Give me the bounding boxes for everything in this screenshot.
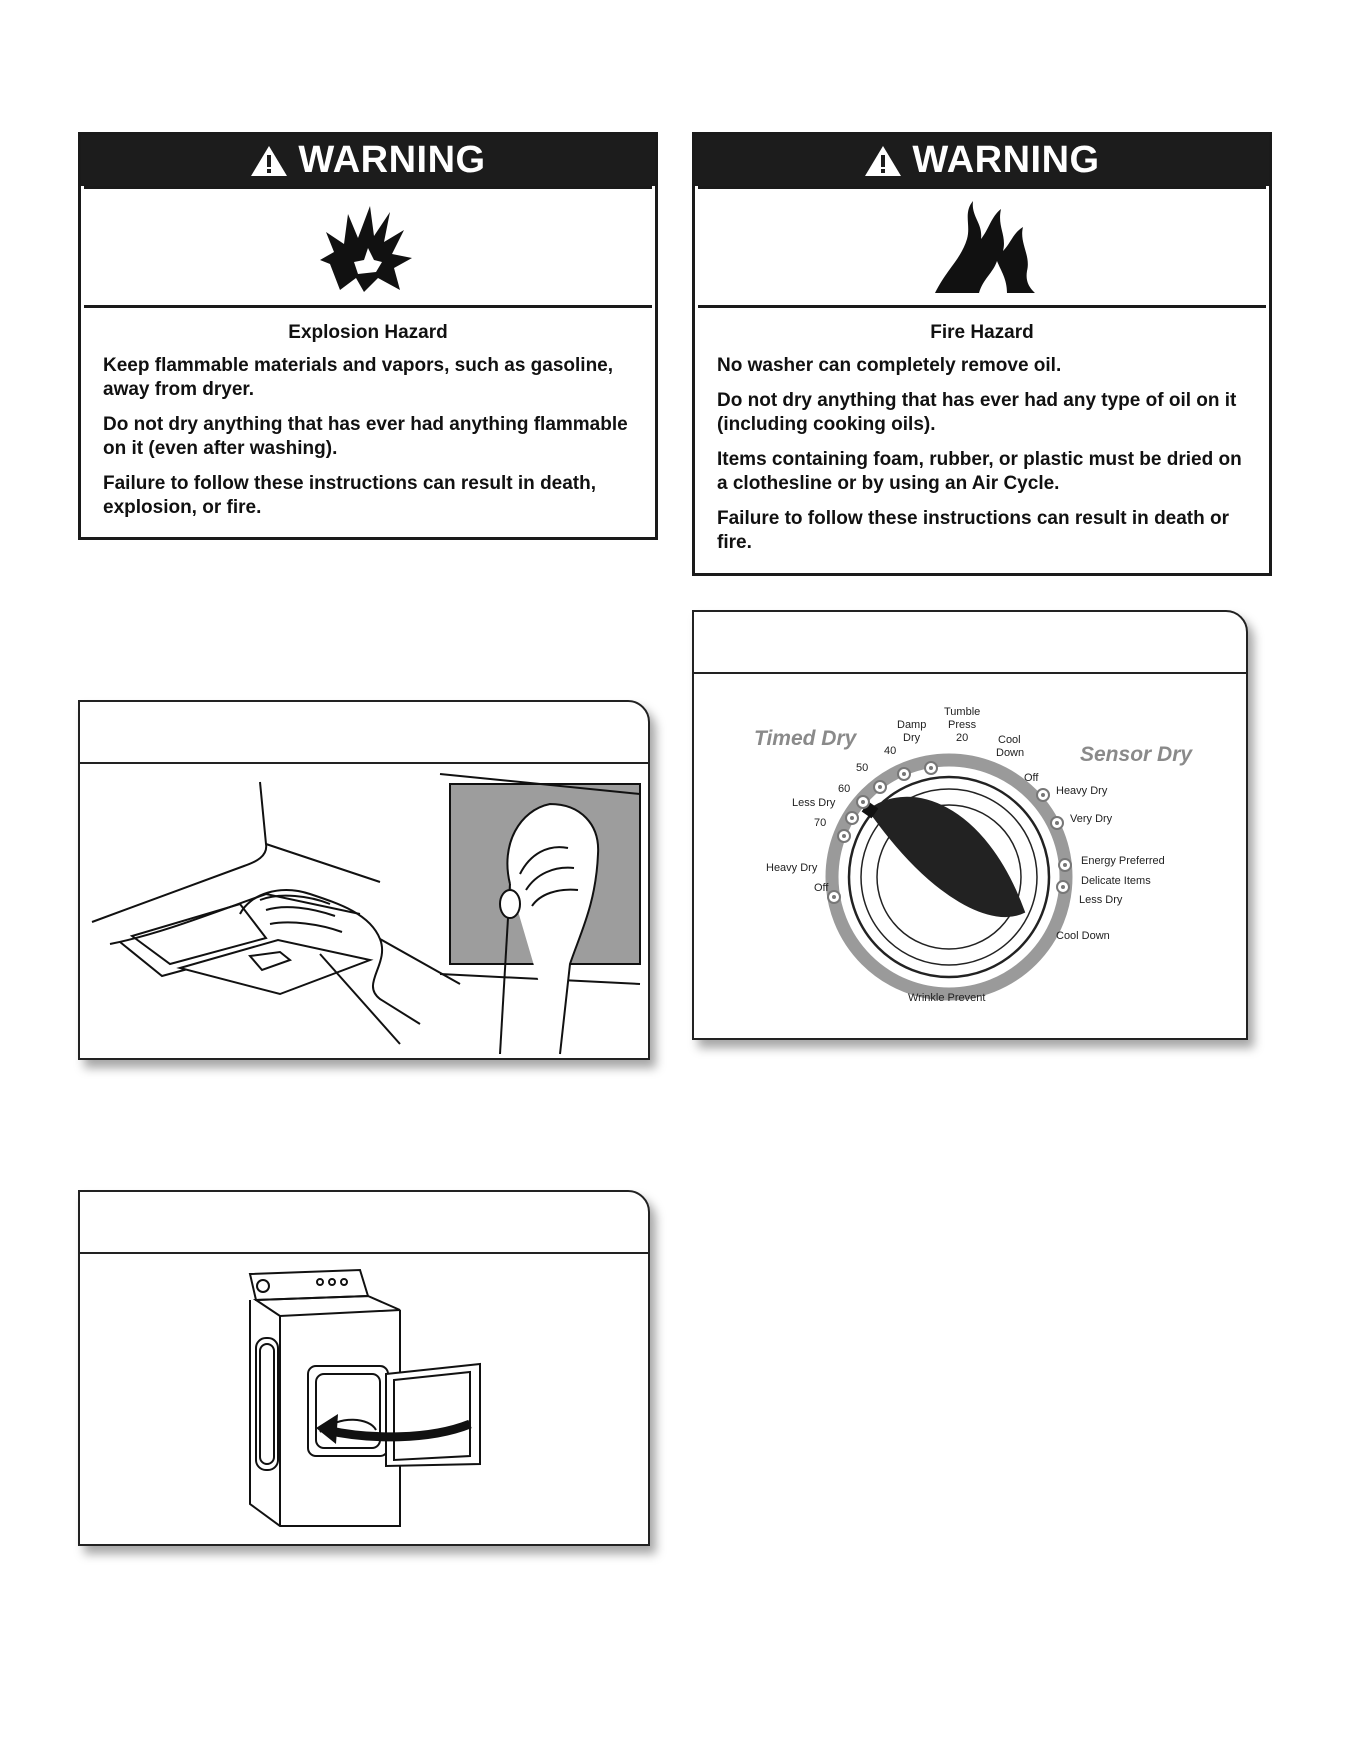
dial-label-wrinkle-prevent: Wrinkle Prevent [908, 992, 986, 1004]
cycle-dial[interactable] [694, 672, 1250, 1042]
dial-label-energy-preferred: Energy Preferred [1081, 855, 1165, 867]
warning-triangle-icon [251, 145, 288, 176]
dryer-loading-illustration [248, 1268, 481, 1527]
warning-header-text: WARNING [298, 139, 486, 181]
timed-dry-heading: Timed Dry [754, 727, 857, 750]
explosion-symbol-area [84, 186, 652, 308]
fire-warning-box: WARNING Fire Hazard No washer can comple… [692, 132, 1272, 576]
fire-symbol-area [698, 186, 1266, 308]
explosion-warning-body: Explosion Hazard Keep flammable material… [81, 308, 655, 541]
dial-label-damp: Damp [897, 719, 927, 731]
dial-label-down: Down [996, 747, 1025, 759]
warning-paragraph: Do not dry anything that has ever had an… [103, 414, 628, 459]
dial-label-delicate-items: Delicate Items [1081, 875, 1151, 887]
dial-label-cool-down: Cool Down [1056, 930, 1110, 942]
warning-paragraph: Do not dry anything that has ever had an… [717, 390, 1237, 435]
dial-label-dry: Dry [903, 732, 921, 744]
panel-title-bar [694, 612, 1246, 674]
warning-paragraph: Items containing foam, rubber, or plasti… [717, 449, 1242, 494]
dial-label-sensor-heavy-dry: Heavy Dry [1056, 785, 1108, 797]
panel-title-bar [80, 702, 648, 764]
hazard-title: Fire Hazard [930, 322, 1034, 343]
dial-label-60: 60 [838, 783, 851, 795]
explosion-icon [320, 206, 412, 292]
hazard-title: Explosion Hazard [288, 322, 448, 343]
lint-screen-illustration [91, 773, 641, 1055]
dial-label-tumble: Tumble [944, 706, 981, 718]
dial-label-cool: Cool [998, 734, 1021, 746]
fire-warning-body: Fire Hazard No washer can completely rem… [695, 308, 1269, 576]
dial-label-timed-heavy-dry: Heavy Dry [766, 862, 818, 874]
warning-paragraph: No washer can completely remove oil. [717, 355, 1062, 376]
warning-paragraph: Failure to follow these instructions can… [717, 508, 1230, 553]
warning-paragraph: Keep flammable materials and vapors, suc… [103, 355, 614, 400]
dryer-loading-panel [78, 1190, 650, 1546]
warning-header: WARNING [695, 135, 1269, 186]
warning-header: WARNING [81, 135, 655, 186]
dial-label-70: 70 [814, 817, 827, 829]
lint-screen-panel [78, 700, 650, 1060]
panel-title-bar [80, 1192, 648, 1254]
dial-label-sensor-off: Off [1024, 772, 1039, 784]
sensor-dry-heading: Sensor Dry [1080, 743, 1193, 766]
dial-label-timed-off: Off [814, 882, 829, 894]
warning-triangle-icon [865, 145, 902, 176]
explosion-warning-box: WARNING Explosion Hazard Keep flammable … [78, 132, 658, 540]
dial-label-40: 40 [884, 745, 897, 757]
dial-panel: Timed Dry Sensor Dry [692, 610, 1248, 1040]
dial-label-sensor-less-dry: Less Dry [1079, 894, 1123, 906]
dial-label-20: 20 [956, 732, 969, 744]
dial-label-press: Press [948, 719, 977, 731]
warning-paragraph: Failure to follow these instructions can… [103, 473, 597, 518]
dial-label-50: 50 [856, 762, 869, 774]
flame-icon [935, 201, 1035, 293]
dial-label-very-dry: Very Dry [1070, 813, 1113, 825]
dial-label-timed-less-dry: Less Dry [792, 797, 836, 809]
warning-header-text: WARNING [912, 139, 1100, 181]
